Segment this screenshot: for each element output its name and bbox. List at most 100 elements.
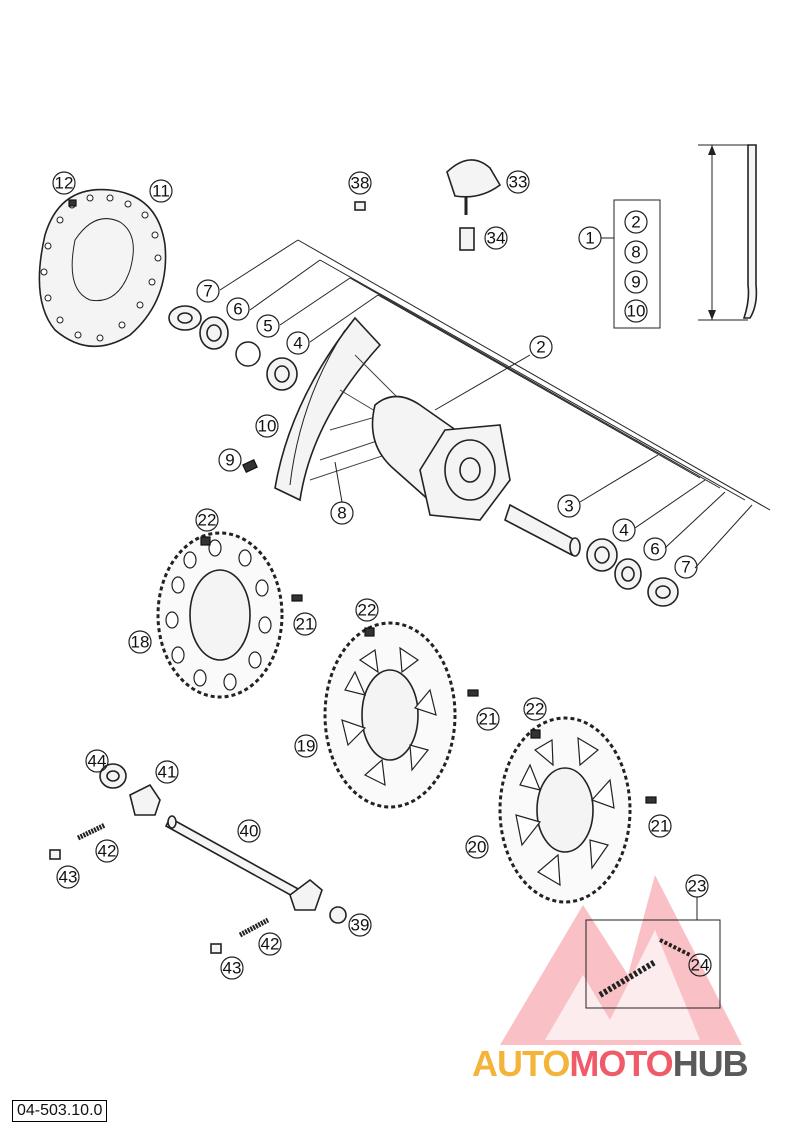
callout-34: 34 [484,226,508,250]
svg-text:21: 21 [651,817,670,836]
spacer-sleeve [459,227,475,251]
sprocket-nut-1 [200,536,211,546]
callout-4-right: 4 [612,518,636,542]
callout-8: 8 [330,501,354,525]
callout-42-a: 42 [95,839,119,863]
svg-text:41: 41 [158,763,177,782]
callout-43-b: 43 [220,956,244,980]
svg-text:22: 22 [198,511,217,530]
svg-text:39: 39 [351,916,370,935]
callout-44: 44 [85,749,109,773]
callout-5: 5 [256,314,280,338]
spoke-dimension [698,144,758,321]
callout-box-10: 10 [624,299,648,323]
svg-text:40: 40 [240,822,259,841]
sprocket-bolt-2 [467,689,479,697]
svg-text:24: 24 [691,956,710,975]
callout-23: 23 [685,874,709,898]
svg-text:10: 10 [627,302,646,321]
callout-6-right: 6 [643,537,667,561]
svg-text:19: 19 [297,737,316,756]
callout-6-left: 6 [226,297,250,321]
callout-22-a: 22 [195,508,219,532]
svg-text:8: 8 [631,243,640,262]
svg-text:18: 18 [131,633,150,652]
callout-21-b: 21 [476,707,500,731]
svg-text:9: 9 [631,273,640,292]
left-circlip [235,341,261,367]
svg-text:44: 44 [88,752,107,771]
adjuster-nut-right [210,943,222,954]
callout-1: 1 [578,226,602,250]
svg-text:11: 11 [152,182,170,201]
brand-part-hub: HUB [672,1043,749,1084]
brake-disc [38,188,167,348]
sprocket-small [156,531,284,699]
sprocket-medium [323,621,457,809]
callout-box-8: 8 [624,240,648,264]
callout-3: 3 [557,494,581,518]
adjuster-screw-right [238,917,270,938]
svg-text:42: 42 [261,935,280,954]
callout-41: 41 [155,760,179,784]
svg-text:5: 5 [263,317,272,336]
sprocket-large [498,716,632,904]
svg-text:7: 7 [203,282,212,301]
callout-7-right: 7 [674,555,698,579]
chain-box [585,919,721,1009]
svg-text:42: 42 [98,842,117,861]
callout-20: 20 [465,835,489,859]
svg-text:34: 34 [487,229,506,248]
callout-4-left: 4 [286,331,310,355]
svg-text:10: 10 [258,417,277,436]
svg-text:43: 43 [223,959,242,978]
svg-text:22: 22 [526,700,545,719]
callout-39: 39 [348,913,372,937]
right-bearing [586,538,618,572]
callout-11: 11 [149,179,173,203]
small-plug [354,201,366,211]
sprocket-bolt-3 [645,796,657,804]
leader-lines [219,239,771,569]
callout-21-a: 21 [293,612,317,636]
right-spacer [647,577,679,607]
wheel-hub [371,395,511,521]
svg-text:20: 20 [468,838,487,857]
callout-42-b: 42 [258,932,282,956]
svg-text:1: 1 [585,229,594,248]
svg-text:7: 7 [681,558,690,577]
callout-box-2: 2 [624,210,648,234]
callout-9: 9 [218,448,242,472]
rear-axle [164,815,302,900]
wheel-rim [274,316,382,502]
brand-part-moto: MOTO [569,1043,673,1084]
callout-24: 24 [688,953,712,977]
svg-text:2: 2 [631,213,640,232]
svg-text:8: 8 [337,504,346,523]
callout-38: 38 [348,171,372,195]
callout-2: 2 [529,335,553,359]
callout-19: 19 [294,734,318,758]
svg-text:4: 4 [293,334,302,353]
svg-text:6: 6 [233,300,242,319]
callout-43-a: 43 [56,865,80,889]
chain-adjuster-left [129,783,161,816]
svg-text:21: 21 [479,710,498,729]
svg-text:6: 6 [650,540,659,559]
valve-screw [242,459,258,473]
svg-text:2: 2 [536,338,545,357]
left-seal [199,316,229,350]
hub-spacer-tube [504,503,581,557]
callout-12: 12 [52,171,76,195]
svg-text:38: 38 [351,174,370,193]
axle-nut-left [99,763,127,789]
callout-7-left: 7 [196,279,220,303]
chain-adjuster-knob [446,159,502,215]
right-seal [614,558,642,590]
sprocket-bolt-1 [291,594,303,602]
left-spacer [168,305,202,331]
svg-text:9: 9 [225,451,234,470]
watermark-logo [500,875,742,1045]
sprocket-nut-2 [364,627,375,637]
svg-text:23: 23 [688,877,707,896]
